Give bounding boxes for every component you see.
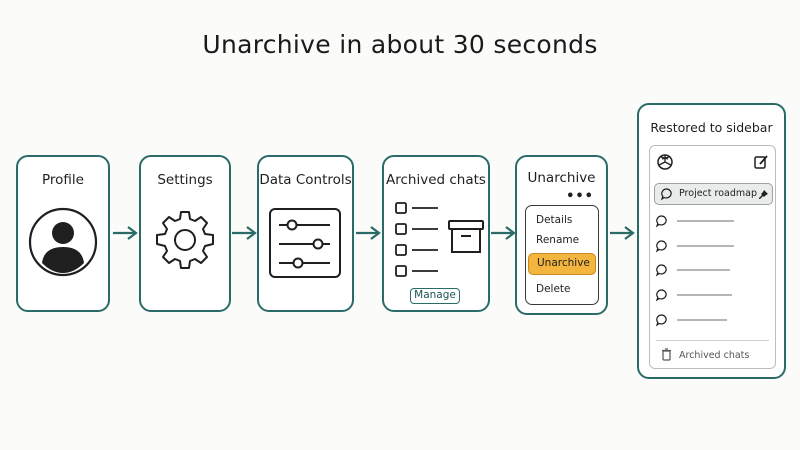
chat-list-icon (655, 215, 734, 327)
step-unarchive-card: Unarchive ••• Details Rename Unarchive D… (515, 155, 608, 315)
step-profile-label: Profile (42, 172, 84, 188)
arrow-5 (610, 226, 635, 240)
archive-box-icon (448, 220, 484, 253)
pinned-chat-title: Project roadmap (679, 188, 757, 199)
step-data-controls-label: Data Controls (259, 172, 352, 188)
menu-item-unarchive[interactable]: Unarchive (528, 253, 596, 275)
menu-item-rename[interactable]: Rename (536, 234, 580, 246)
chat-bubble-icon (660, 188, 672, 201)
arrow-2 (232, 226, 257, 240)
step-unarchive-label: Unarchive (527, 170, 596, 186)
menu-item-delete[interactable]: Delete (536, 283, 571, 295)
sidebar-divider (656, 340, 769, 341)
context-menu: Details Rename Unarchive Delete (525, 205, 599, 305)
step-archived-chats-label: Archived chats (386, 172, 486, 188)
step-restored-card: Restored to sidebar Project roadmap (637, 103, 786, 379)
sidebar-panel: Project roadmap (649, 145, 776, 369)
step-data-controls-card: Data Controls (257, 155, 354, 312)
diagram-title: Unarchive in about 30 seconds (202, 30, 598, 59)
new-chat-icon[interactable] (753, 154, 769, 170)
menu-item-details[interactable]: Details (536, 214, 573, 226)
step-archived-chats-card: Archived chats Manage (382, 155, 490, 312)
step-settings-label: Settings (157, 172, 213, 188)
pinned-chat-row[interactable]: Project roadmap (654, 183, 773, 205)
more-options-icon[interactable]: ••• (566, 189, 594, 204)
trash-icon (662, 348, 671, 361)
sliders-icon (269, 208, 341, 278)
arrow-4 (491, 226, 516, 240)
app-logo-icon (657, 154, 673, 170)
arrow-1 (113, 226, 138, 240)
step-restored-label: Restored to sidebar (650, 120, 773, 135)
arrow-3 (356, 226, 381, 240)
gear-icon (156, 211, 214, 269)
pin-icon (759, 190, 768, 199)
checklist-icon (395, 202, 438, 277)
person-avatar-icon (28, 207, 98, 277)
manage-button[interactable]: Manage (410, 288, 460, 304)
archived-chats-link[interactable]: Archived chats (679, 350, 750, 361)
step-profile-card: Profile (16, 155, 110, 312)
step-settings-card: Settings (139, 155, 231, 312)
